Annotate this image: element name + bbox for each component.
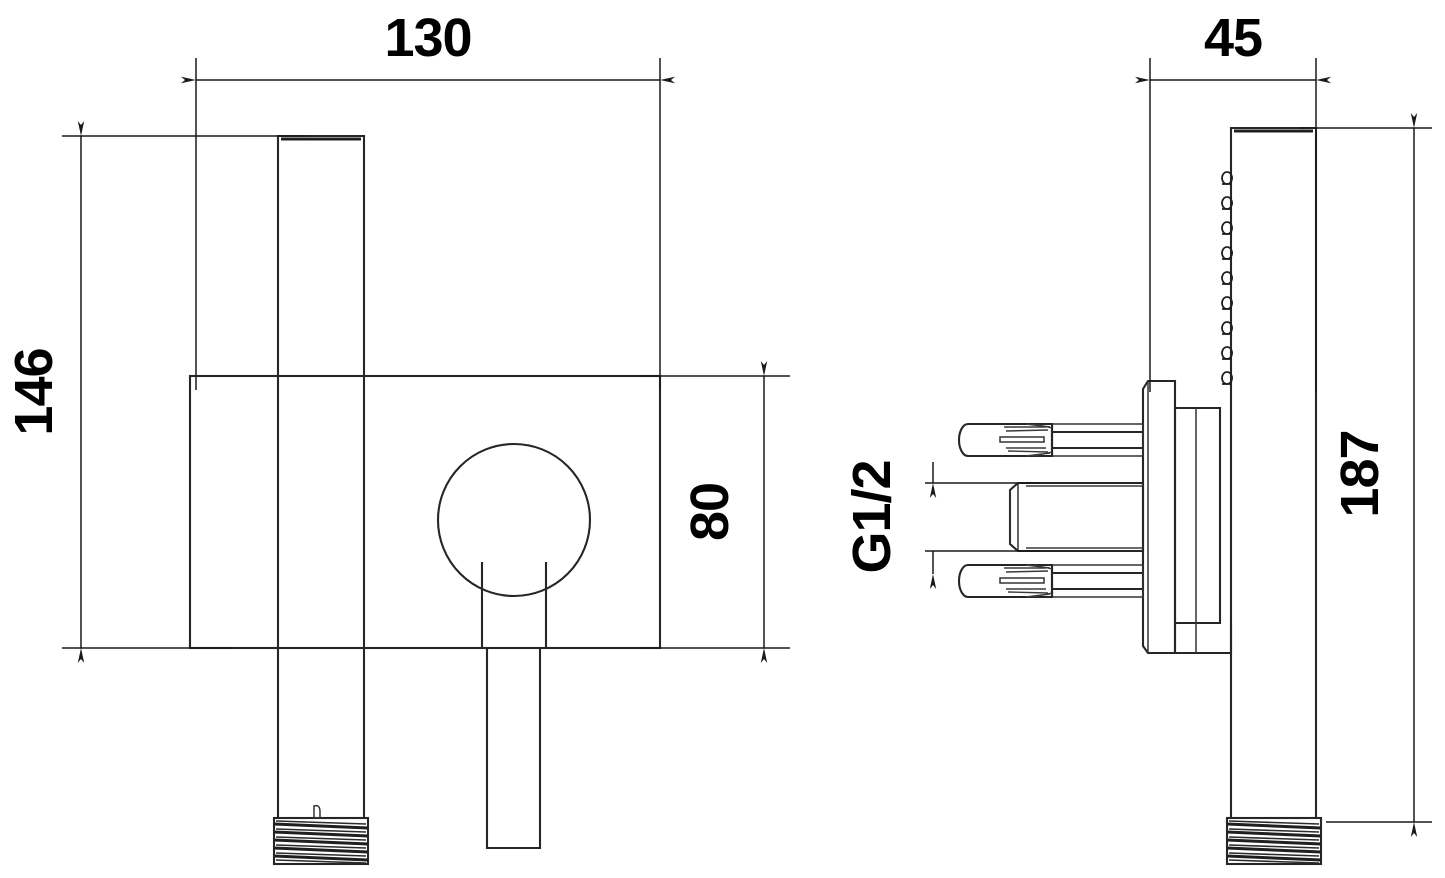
side-handset-nozzles (1221, 171, 1233, 385)
dim-label-146: 146 (4, 348, 64, 435)
front-outlet-pipe (485, 648, 542, 850)
side-wall-anchor-bottom (957, 563, 1144, 599)
dimension-height-187: 187 (1300, 113, 1432, 837)
front-wall-plate (188, 374, 662, 650)
side-view-group (957, 126, 1323, 866)
front-control-knob (436, 442, 592, 598)
dim-label-45: 45 (1204, 8, 1262, 68)
dimension-width-130: 130 (181, 8, 675, 390)
dim-label-187: 187 (1330, 430, 1390, 517)
side-handset-thread (1225, 816, 1323, 866)
dim-label-80: 80 (680, 483, 740, 541)
front-knob-stem (480, 562, 548, 648)
dim-label-g12: G1/2 (842, 460, 902, 573)
side-wall-anchor-top (957, 422, 1144, 458)
dimension-height-146: 146 (4, 121, 306, 663)
front-handset-thread (272, 804, 370, 866)
front-view-group (188, 134, 662, 866)
dimension-height-80: 80 (640, 361, 790, 663)
dimension-thread-g12: G1/2 (842, 460, 1040, 589)
side-body-block (1173, 406, 1222, 625)
dim-label-130: 130 (384, 8, 471, 68)
dimension-depth-45: 45 (1135, 8, 1331, 392)
